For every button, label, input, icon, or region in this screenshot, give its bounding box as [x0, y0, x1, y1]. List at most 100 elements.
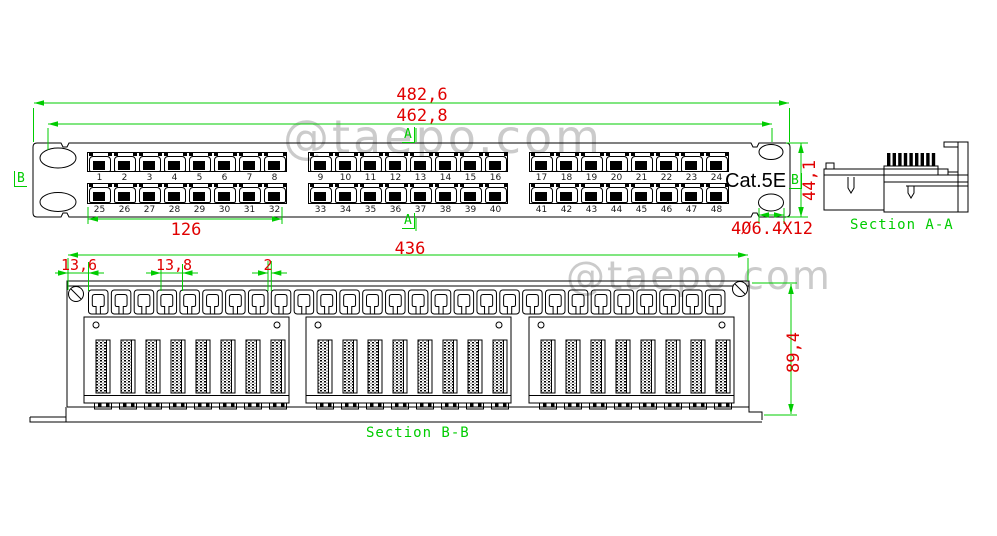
rj45-jack-opening: [681, 156, 703, 172]
port-number: 37: [414, 205, 427, 215]
port-number: 1: [96, 173, 103, 183]
rj45-jack-opening: [485, 187, 507, 203]
rj45-jack-opening: [164, 187, 186, 203]
port-number: 28: [168, 205, 181, 215]
port-group: [529, 183, 729, 204]
port-number: 4: [171, 173, 178, 183]
dim-mounting-slot: 4Ø6.4X12: [731, 219, 813, 239]
dim-mounting-width: 462,8: [396, 106, 448, 126]
section-marker-b-right: B: [789, 173, 802, 189]
rj45-jack-opening: [531, 187, 553, 203]
rj45-jack-opening: [581, 156, 603, 172]
section-marker-a-top: A: [402, 127, 415, 143]
dim-hook-gap: 2: [263, 256, 273, 274]
rj45-jack-opening: [410, 156, 432, 172]
port-number: 11: [364, 173, 377, 183]
rj45-port: [138, 184, 163, 203]
rj45-port: [113, 153, 138, 172]
cable-management-hooks: [88, 289, 726, 315]
rj45-port: [705, 184, 730, 203]
rj45-port: [88, 184, 113, 203]
port-number: 18: [560, 173, 573, 183]
rj45-port: [434, 153, 459, 172]
rj45-jack-opening: [460, 156, 482, 172]
rj45-port: [359, 184, 384, 203]
port-number: 20: [610, 173, 623, 183]
port-number: 40: [489, 205, 502, 215]
dim-rear-height: 89,4: [784, 332, 804, 374]
port-number: 9: [317, 173, 324, 183]
rj45-port: [459, 153, 484, 172]
port-number: 48: [710, 205, 723, 215]
rj45-port: [605, 184, 630, 203]
port-number: 30: [218, 205, 231, 215]
rj45-port: [630, 153, 655, 172]
rj45-port: [188, 153, 213, 172]
rj45-port: [655, 184, 680, 203]
rj45-jack-opening: [410, 187, 432, 203]
rj45-jack-opening: [310, 156, 332, 172]
rj45-jack-opening: [706, 187, 728, 203]
product-label: Cat.5E: [725, 170, 787, 192]
port-number: 34: [339, 205, 352, 215]
rj45-port: [238, 184, 263, 203]
rj45-jack-opening: [360, 156, 382, 172]
rj45-port: [655, 153, 680, 172]
rj45-port: [309, 184, 334, 203]
mounting-slot-hole: [758, 144, 784, 160]
rj45-jack-opening: [385, 187, 407, 203]
port-number: 19: [585, 173, 598, 183]
rj45-port: [484, 184, 509, 203]
rj45-port: [705, 153, 730, 172]
rj45-jack-opening: [706, 156, 728, 172]
rj45-jack-opening: [214, 187, 236, 203]
rj45-jack-opening: [310, 187, 332, 203]
mounting-slot-hole: [39, 147, 77, 169]
rear-view-outline: [29, 280, 763, 423]
port-number: 21: [635, 173, 648, 183]
rj45-jack-opening: [164, 156, 186, 172]
rj45-jack-opening: [435, 156, 457, 172]
screw-right: [732, 281, 748, 297]
rj45-jack-opening: [214, 156, 236, 172]
rj45-jack-opening: [606, 187, 628, 203]
port-number: 36: [389, 205, 402, 215]
dim-group-width: 126: [170, 220, 202, 240]
rj45-port: [434, 184, 459, 203]
port-number: 45: [635, 205, 648, 215]
rj45-port: [409, 184, 434, 203]
rj45-jack-opening: [556, 156, 578, 172]
port-group: [308, 183, 508, 204]
port-number: 12: [389, 173, 402, 183]
rj45-port: [88, 153, 113, 172]
port-number: 14: [439, 173, 452, 183]
dim-edge-offset: 13,6: [60, 256, 98, 274]
port-number: 31: [243, 205, 256, 215]
rj45-port: [263, 184, 288, 203]
rj45-port: [309, 153, 334, 172]
rj45-jack-opening: [631, 187, 653, 203]
rj45-jack-opening: [656, 187, 678, 203]
rj45-jack-opening: [385, 156, 407, 172]
section-aa-view: [823, 141, 969, 213]
rj45-port: [459, 184, 484, 203]
port-number: 44: [610, 205, 623, 215]
rj45-port: [384, 184, 409, 203]
rj45-jack-opening: [531, 156, 553, 172]
dim-overall-width: 482,6: [396, 85, 448, 105]
port-number: 46: [660, 205, 673, 215]
port-number: 41: [535, 205, 548, 215]
rj45-port: [188, 184, 213, 203]
port-number: 6: [221, 173, 228, 183]
rj45-jack-opening: [264, 187, 286, 203]
rj45-jack-opening: [631, 156, 653, 172]
rj45-jack-opening: [460, 187, 482, 203]
port-number: 38: [439, 205, 452, 215]
section-bb-title: Section B-B: [366, 425, 470, 441]
dim-panel-height: 44,1: [800, 160, 820, 202]
port-number: 17: [535, 173, 548, 183]
rj45-port: [484, 153, 509, 172]
port-group: [308, 152, 508, 172]
